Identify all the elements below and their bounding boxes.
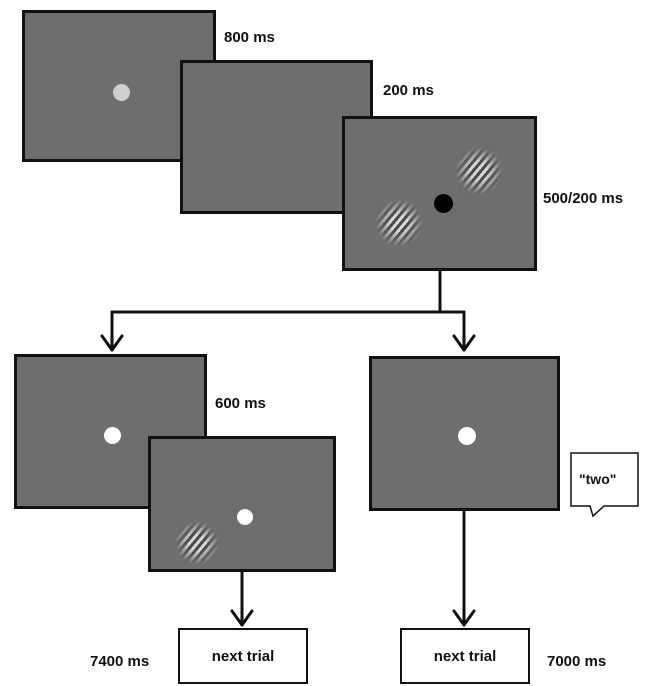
right-fixation-frame <box>369 356 560 511</box>
gabor-patch-upper-right <box>445 137 513 205</box>
fixation-dot-black <box>434 194 453 213</box>
next-trial-box-right: next trial <box>400 628 530 684</box>
left-probe-dot <box>237 509 253 525</box>
stimulus-duration-label: 500/200 ms <box>543 190 623 207</box>
blank-duration-label: 200 ms <box>383 82 434 99</box>
fixation-dot <box>113 84 130 101</box>
next-trial-box-left: next trial <box>178 628 308 684</box>
left-probe-frame <box>148 436 336 572</box>
fixation-duration-label: 800 ms <box>224 29 275 46</box>
left-probe-duration-label: 600 ms <box>215 395 266 412</box>
speech-bubble-text: "two" <box>579 471 616 487</box>
stimulus-frame <box>342 116 537 271</box>
left-probe-gabor-patch <box>166 512 228 574</box>
left-end-duration-label: 7400 ms <box>90 653 149 670</box>
right-end-duration-label: 7000 ms <box>547 653 606 670</box>
left-fixation-dot <box>104 427 121 444</box>
right-fixation-dot <box>458 427 476 445</box>
gabor-patch-lower-left <box>365 189 433 257</box>
